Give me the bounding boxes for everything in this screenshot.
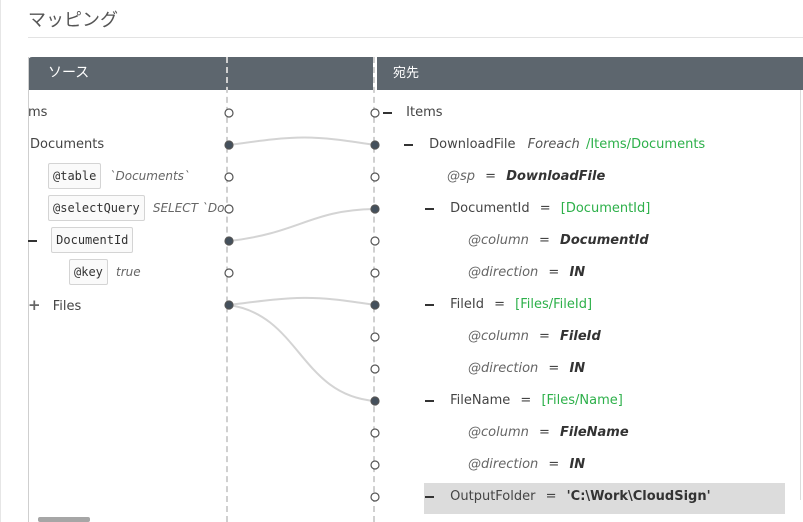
source-header: ソース xyxy=(28,57,246,90)
collapse-icon[interactable] xyxy=(425,495,434,498)
column-attr: @column xyxy=(468,425,529,440)
dest-attr-filename-direction[interactable]: @direction = IN xyxy=(468,455,585,475)
documentid-label: DocumentId xyxy=(450,201,530,216)
column-value: DocumentId xyxy=(560,233,649,248)
dest-node-outputfolder[interactable]: OutputFolder = 'C:\Work\CloudSign' xyxy=(425,487,711,507)
dest-attr-fileid-column[interactable]: @column = FileId xyxy=(468,327,601,347)
sp-attr: @sp xyxy=(447,169,476,184)
left-border xyxy=(0,0,1,522)
source-attr-table[interactable]: @table `Documents` xyxy=(48,163,190,191)
horizontal-scrollbar[interactable] xyxy=(38,517,90,522)
source-node-documentid[interactable]: DocumentId xyxy=(28,227,134,255)
source-items-label: ms xyxy=(28,105,48,120)
sp-value: DownloadFile xyxy=(506,169,606,184)
dest-attr-fileid-direction[interactable]: @direction = IN xyxy=(468,359,585,379)
destination-edge xyxy=(800,90,801,500)
connector-header xyxy=(229,57,373,90)
column-value: FileId xyxy=(560,329,601,344)
destination-header: 宛先 xyxy=(377,57,803,90)
column-value: FileName xyxy=(560,425,629,440)
column-attr: @column xyxy=(468,233,529,248)
key-attr-value: true xyxy=(116,265,141,279)
fileid-label: FileId xyxy=(450,297,484,312)
column-op: = xyxy=(539,425,550,440)
table-attr-value: `Documents` xyxy=(109,169,190,183)
key-attr-box: @key xyxy=(69,259,108,285)
collapse-icon[interactable] xyxy=(425,399,434,402)
outputfolder-label: OutputFolder xyxy=(450,489,536,504)
outputfolder-op: = xyxy=(545,489,557,504)
filename-value: [Files/Name] xyxy=(541,393,623,408)
direction-value: IN xyxy=(569,361,586,376)
direction-attr: @direction xyxy=(468,457,539,472)
mapping-panel: ソース 宛先 ms Documents @table `Documents` @… xyxy=(28,57,803,522)
dest-attr-documentid-column[interactable]: @column = DocumentId xyxy=(468,231,649,251)
source-divider xyxy=(226,57,229,522)
table-attr-box: @table xyxy=(48,163,102,189)
source-attr-key[interactable]: @key true xyxy=(69,259,141,287)
expand-icon[interactable]: + xyxy=(28,296,41,314)
direction-attr: @direction xyxy=(468,361,539,376)
outputfolder-value: 'C:\Work\CloudSign' xyxy=(566,489,711,504)
dest-node-downloadfile[interactable]: DownloadFile Foreach /Items/Documents xyxy=(404,135,705,155)
dest-node-items[interactable]: Items xyxy=(383,103,443,123)
column-attr: @column xyxy=(468,329,529,344)
column-op: = xyxy=(539,233,550,248)
column-op: = xyxy=(539,329,550,344)
dest-node-fileid[interactable]: FileId = [Files/FileId] xyxy=(425,295,592,315)
dest-node-filename[interactable]: FileName = [Files/Name] xyxy=(425,391,623,411)
dest-node-documentid[interactable]: DocumentId = [DocumentId] xyxy=(425,199,650,219)
collapse-icon[interactable] xyxy=(425,207,434,210)
documentid-op: = xyxy=(539,201,551,216)
direction-value: IN xyxy=(569,265,586,280)
selectquery-attr-value: SELECT `Doc xyxy=(152,201,232,215)
source-edge xyxy=(28,57,29,522)
fileid-op: = xyxy=(494,297,506,312)
documentid-value: [DocumentId] xyxy=(560,201,651,216)
fileid-value: [Files/FileId] xyxy=(515,297,593,312)
downloadfile-label: DownloadFile xyxy=(429,137,516,152)
source-node-documents[interactable]: Documents xyxy=(30,135,104,155)
direction-op: = xyxy=(548,361,560,376)
collapse-icon[interactable] xyxy=(28,239,37,242)
direction-op: = xyxy=(548,457,560,472)
selectquery-attr-box: @selectQuery xyxy=(48,195,145,221)
source-documents-label: Documents xyxy=(30,137,105,152)
page-title: マッピング xyxy=(28,10,118,31)
dest-attr-documentid-direction[interactable]: @direction = IN xyxy=(468,263,585,283)
collapse-icon[interactable] xyxy=(383,111,392,114)
direction-value: IN xyxy=(569,457,586,472)
foreach-keyword: Foreach xyxy=(527,137,580,152)
direction-attr: @direction xyxy=(468,265,539,280)
filename-op: = xyxy=(520,393,532,408)
foreach-path: /Items/Documents xyxy=(585,137,706,152)
source-node-files[interactable]: + Files xyxy=(28,295,81,315)
source-node-items[interactable]: ms xyxy=(28,103,47,123)
collapse-icon[interactable] xyxy=(404,143,413,146)
selected-row-highlight xyxy=(424,483,785,514)
direction-op: = xyxy=(548,265,560,280)
destination-divider xyxy=(373,57,376,522)
dest-attr-sp[interactable]: @sp = DownloadFile xyxy=(447,167,605,187)
filename-label: FileName xyxy=(450,393,511,408)
source-attr-selectquery[interactable]: @selectQuery SELECT `Doc xyxy=(48,195,231,223)
collapse-icon[interactable] xyxy=(425,303,434,306)
source-files-label: Files xyxy=(52,299,82,314)
title-divider xyxy=(28,37,803,38)
dest-attr-filename-column[interactable]: @column = FileName xyxy=(468,423,629,443)
documentid-box: DocumentId xyxy=(51,227,134,253)
dest-items-label: Items xyxy=(406,105,443,120)
sp-op: = xyxy=(485,169,497,184)
